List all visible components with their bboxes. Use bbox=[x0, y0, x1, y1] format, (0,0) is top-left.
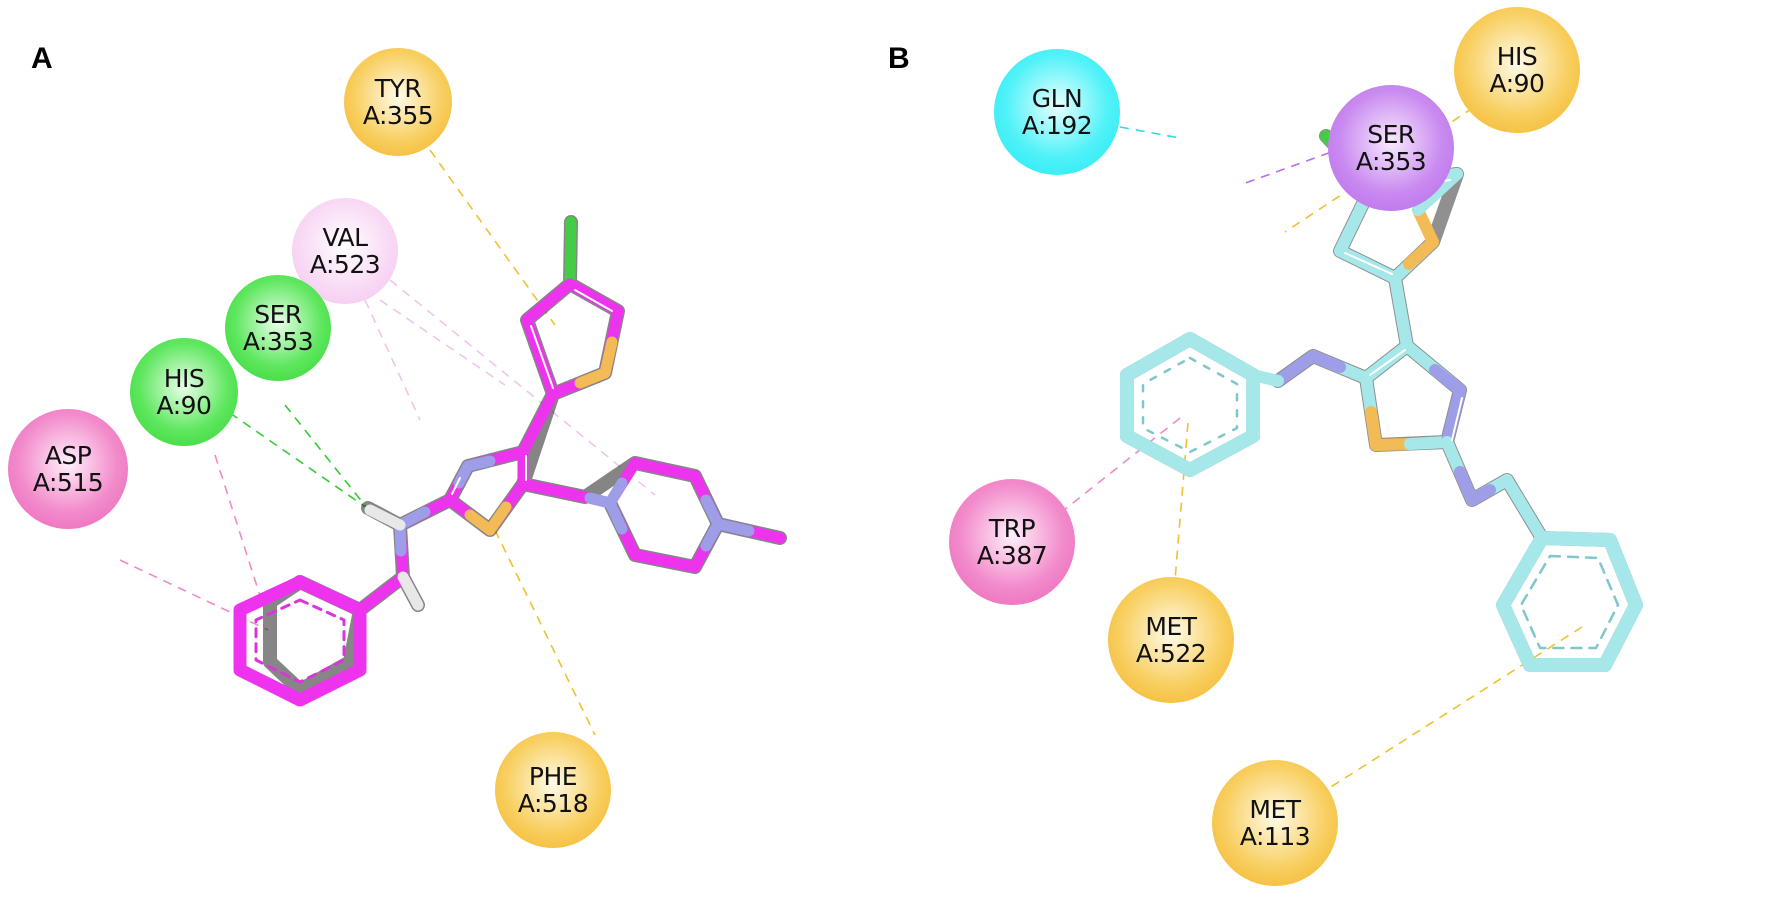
residue-met-113[interactable]: MET A:113 bbox=[1212, 760, 1338, 886]
residue-his-90[interactable]: HIS A:90 bbox=[130, 338, 238, 446]
residue-name: TRP bbox=[988, 514, 1036, 543]
his90-hbond-line bbox=[229, 412, 368, 509]
residue-ser-353-b[interactable]: SER A:353 bbox=[1328, 85, 1454, 211]
residue-ser-353[interactable]: SER A:353 bbox=[225, 275, 331, 381]
val523-line-1 bbox=[379, 299, 506, 386]
residue-trp-387[interactable]: TRP A:387 bbox=[949, 479, 1075, 605]
residue-tyr-355[interactable]: TYR A:355 bbox=[344, 48, 452, 156]
his90-pi-line bbox=[214, 454, 263, 603]
residue-gln-192[interactable]: GLN A:192 bbox=[994, 49, 1120, 175]
residue-id: A:113 bbox=[1239, 822, 1311, 851]
chlorine-bond bbox=[564, 216, 577, 290]
residue-val-523[interactable]: VAL A:523 bbox=[292, 198, 398, 304]
residue-name: SER bbox=[254, 300, 302, 329]
residue-name: HIS bbox=[163, 364, 205, 393]
residue-name: ASP bbox=[44, 441, 92, 470]
residue-id: A:90 bbox=[1489, 69, 1545, 98]
residue-his-90-b[interactable]: HIS A:90 bbox=[1454, 7, 1580, 133]
panel-a-ligand bbox=[233, 215, 787, 707]
residue-id: A:387 bbox=[976, 541, 1048, 570]
residue-phe-518[interactable]: PHE A:518 bbox=[495, 732, 611, 848]
val523-line-2 bbox=[364, 299, 421, 421]
ser353-hbond-line bbox=[284, 404, 368, 509]
residue-name: MET bbox=[1249, 795, 1301, 824]
trp387-pi-pi-line bbox=[1019, 417, 1181, 546]
residue-name: SER bbox=[1367, 120, 1415, 149]
val523-line-3 bbox=[389, 279, 656, 496]
met113-line bbox=[1289, 626, 1583, 814]
gln192-halogen-line bbox=[1119, 126, 1181, 139]
residue-name: VAL bbox=[322, 223, 368, 252]
residue-id: A:523 bbox=[309, 250, 381, 279]
residue-id: A:353 bbox=[1355, 147, 1427, 176]
residue-name: GLN bbox=[1031, 84, 1083, 113]
residue-id: A:90 bbox=[156, 391, 212, 420]
panel-label-a: A bbox=[31, 42, 53, 75]
residue-name: HIS bbox=[1496, 42, 1538, 71]
residue-id: A:192 bbox=[1021, 111, 1093, 140]
panel-label-b: B bbox=[888, 42, 910, 75]
residue-met-522[interactable]: MET A:522 bbox=[1108, 577, 1234, 703]
residue-name: TYR bbox=[374, 74, 422, 103]
residue-id: A:518 bbox=[517, 789, 589, 818]
residue-id: A:515 bbox=[32, 468, 104, 497]
residue-id: A:522 bbox=[1135, 639, 1207, 668]
tyr355-line bbox=[429, 149, 556, 326]
panel-b-interactions bbox=[1019, 89, 1583, 814]
residue-asp-515[interactable]: ASP A:515 bbox=[8, 409, 128, 529]
residue-name: MET bbox=[1145, 612, 1197, 641]
residue-name: PHE bbox=[528, 762, 578, 791]
panel-b-ligand bbox=[1120, 129, 1643, 672]
phe518-line bbox=[494, 529, 596, 736]
residue-id: A:355 bbox=[362, 101, 434, 130]
residue-id: A:353 bbox=[242, 327, 314, 356]
met522-line bbox=[1174, 422, 1189, 581]
panel-a-interactions bbox=[119, 149, 656, 736]
